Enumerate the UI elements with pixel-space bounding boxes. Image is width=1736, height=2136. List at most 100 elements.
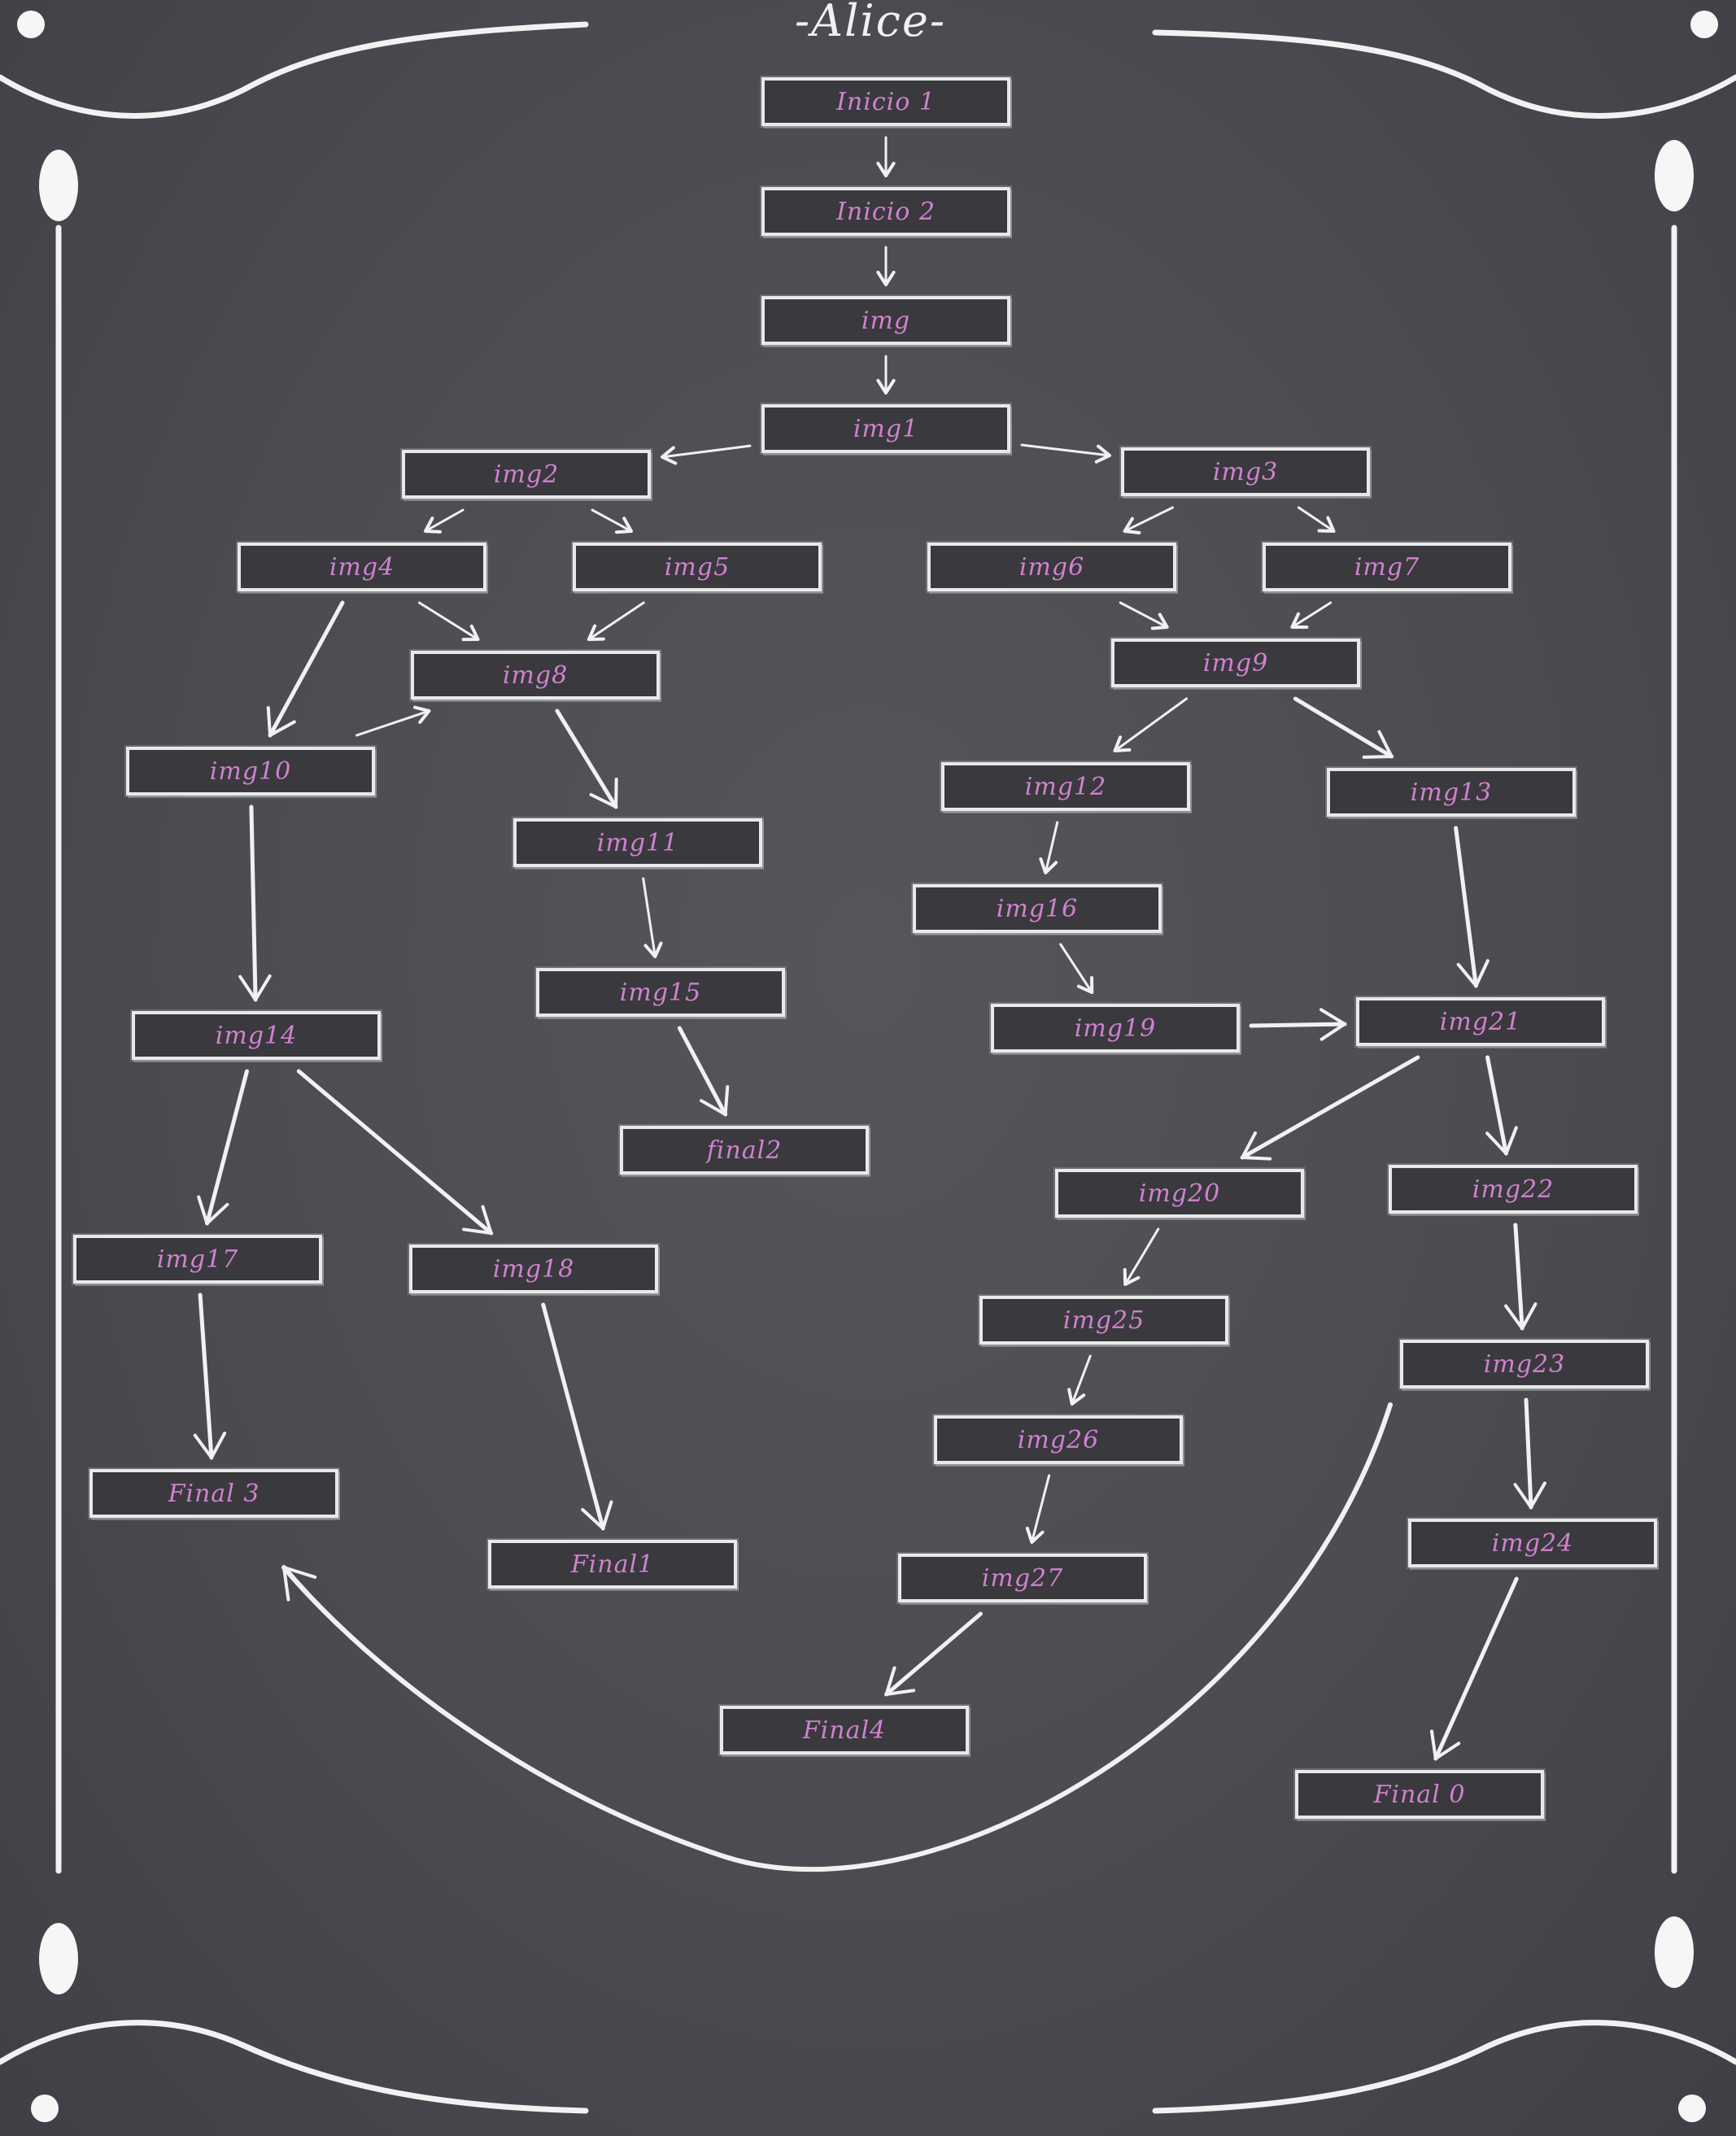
edge-img2-to-img5	[591, 508, 633, 534]
edge-img22-to-img23-line	[1513, 1223, 1524, 1331]
node-img27[interactable]: img27	[898, 1554, 1147, 1602]
edge-img27-to-final4	[884, 1611, 983, 1697]
edge-img20-to-img25-head	[1123, 1268, 1141, 1286]
edge-img15-to-final2-line	[677, 1026, 728, 1117]
edge-img21-to-img20-line	[1240, 1055, 1420, 1160]
edge-img23-to-img24	[1513, 1397, 1546, 1510]
edge-img22-to-img23-head	[1504, 1302, 1538, 1330]
edge-img4-to-img10-head	[266, 706, 296, 737]
edge-img4-to-img8-line	[417, 601, 480, 641]
node-img5[interactable]: img5	[573, 543, 822, 591]
edge-img20-to-img25	[1123, 1227, 1160, 1286]
edge-img4-to-img10	[266, 600, 345, 738]
node-final2[interactable]: final2	[620, 1126, 869, 1175]
edge-img24-to-final0-line	[1433, 1576, 1519, 1761]
edge-img18-to-final1-line	[541, 1302, 605, 1531]
edge-img27-to-final4-line	[884, 1611, 983, 1697]
node-img24[interactable]: img24	[1408, 1519, 1657, 1567]
node-inicio2[interactable]: Inicio 2	[761, 187, 1010, 236]
node-img14[interactable]: img14	[132, 1011, 381, 1060]
edge-img23-to-img24-line	[1524, 1397, 1533, 1510]
node-img16[interactable]: img16	[913, 884, 1162, 933]
node-img20[interactable]: img20	[1055, 1169, 1304, 1218]
edge-inicio2-to-img	[876, 246, 896, 286]
edge-img26-to-img27-head	[1025, 1526, 1045, 1544]
node-img10[interactable]: img10	[126, 747, 375, 796]
edge-img14-to-img17-line	[205, 1069, 249, 1226]
edge-img5-to-img8-line	[587, 601, 645, 641]
edge-img2-to-img5-line	[591, 508, 633, 533]
edge-img24-to-final0-head	[1429, 1729, 1461, 1760]
edge-img9-to-img12-line	[1114, 697, 1188, 752]
edge-img5-to-img8	[587, 601, 645, 641]
node-img[interactable]: img	[761, 296, 1010, 345]
edge-img19-to-img21-line	[1249, 1022, 1347, 1028]
edge-img2-to-img4-line	[424, 508, 465, 533]
edge-img8-to-img11-line	[555, 708, 618, 809]
edge-img1-to-img2-head	[661, 446, 678, 465]
edge-img16-to-img19-line	[1059, 943, 1093, 994]
edge-img15-to-final2	[677, 1026, 730, 1117]
edge-img7-to-img9-line	[1290, 601, 1333, 629]
edge-img2-to-img5-head	[614, 517, 633, 534]
node-img17[interactable]: img17	[73, 1235, 322, 1284]
node-img15[interactable]: img15	[536, 968, 785, 1017]
node-img25[interactable]: img25	[979, 1296, 1228, 1345]
node-img9[interactable]: img9	[1111, 639, 1360, 687]
edge-img7-to-img9	[1290, 601, 1333, 630]
node-img26[interactable]: img26	[934, 1415, 1183, 1464]
edge-img18-to-final1-head	[581, 1500, 613, 1530]
node-img22[interactable]: img22	[1389, 1165, 1638, 1214]
node-final1[interactable]: Final1	[488, 1540, 737, 1589]
edge-img14-to-img18	[296, 1069, 494, 1236]
edge-img13-to-img21-head	[1456, 959, 1490, 987]
node-inicio1[interactable]: Inicio 1	[761, 77, 1010, 126]
node-img23[interactable]: img23	[1400, 1340, 1649, 1388]
edge-inicio2-to-img-head	[876, 270, 896, 286]
edge-img3-to-img7-head	[1317, 516, 1336, 533]
edge-img1-to-img2-line	[661, 444, 752, 459]
edge-img14-to-img18-head	[462, 1205, 493, 1235]
edge-img21-to-img22-line	[1485, 1055, 1508, 1156]
node-img11[interactable]: img11	[513, 818, 762, 867]
edge-img3-to-img7-line	[1297, 506, 1336, 533]
edge-img4-to-img8	[417, 601, 480, 642]
node-final4[interactable]: Final4	[720, 1706, 969, 1755]
edge-img1-to-img3	[1020, 443, 1111, 464]
node-img19[interactable]: img19	[991, 1004, 1240, 1053]
node-img3[interactable]: img3	[1121, 447, 1370, 496]
edge-img3-to-img7	[1297, 506, 1336, 533]
edge-img10-to-img8-head	[413, 705, 431, 724]
edge-img23-to-final3	[281, 1402, 1393, 1872]
edge-img17-to-final3-head	[193, 1432, 227, 1459]
node-img18[interactable]: img18	[409, 1245, 658, 1293]
edge-img11-to-img15-head	[643, 941, 663, 958]
edge-img21-to-img22-head	[1485, 1126, 1518, 1155]
edge-img16-to-img19-head	[1076, 976, 1094, 994]
edge-img9-to-img12	[1113, 697, 1188, 752]
node-final0[interactable]: Final 0	[1295, 1770, 1544, 1819]
node-img6[interactable]: img6	[927, 543, 1176, 591]
edge-img9-to-img12-head	[1113, 735, 1132, 752]
edge-img17-to-final3	[193, 1292, 227, 1460]
node-img2[interactable]: img2	[402, 450, 651, 499]
edge-img10-to-img14	[238, 804, 272, 1002]
node-img13[interactable]: img13	[1327, 768, 1576, 817]
edge-img11-to-img15-line	[642, 877, 656, 958]
node-final3[interactable]: Final 3	[89, 1469, 338, 1518]
edge-img1-to-img3-line	[1020, 443, 1111, 457]
node-img8[interactable]: img8	[411, 651, 660, 700]
node-img4[interactable]: img4	[238, 543, 486, 591]
edge-img6-to-img9	[1119, 601, 1169, 630]
edge-img19-to-img21-head	[1319, 1008, 1346, 1041]
node-img1[interactable]: img1	[761, 404, 1010, 453]
node-img12[interactable]: img12	[941, 762, 1190, 811]
edge-img7-to-img9-head	[1290, 612, 1309, 630]
edge-img13-to-img21-line	[1454, 826, 1478, 988]
edge-img9-to-img13-line	[1293, 696, 1394, 759]
edge-img24-to-final0	[1429, 1576, 1519, 1761]
node-img7[interactable]: img7	[1263, 543, 1511, 591]
node-img21[interactable]: img21	[1356, 997, 1605, 1046]
